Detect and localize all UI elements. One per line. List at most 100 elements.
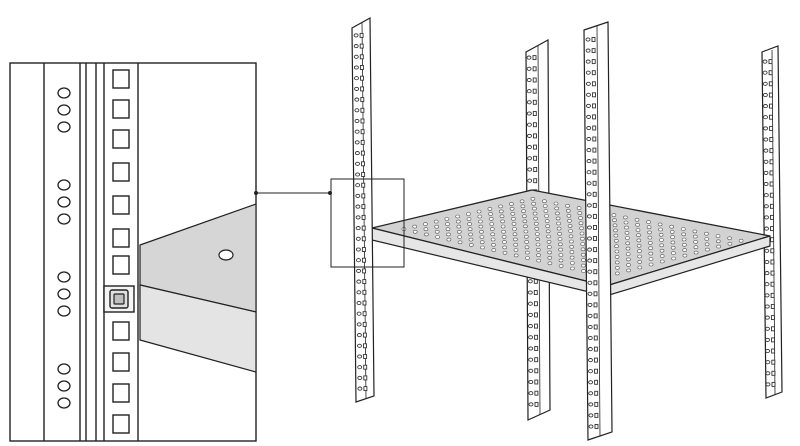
shelf-hole bbox=[424, 232, 429, 237]
rail-square-hole bbox=[769, 148, 774, 154]
shelf-hole bbox=[467, 222, 472, 226]
shelf-hole bbox=[612, 218, 617, 222]
rail-hole bbox=[588, 380, 594, 385]
shelf-hole bbox=[647, 241, 653, 245]
rail-hole bbox=[763, 159, 769, 164]
shelf-hole bbox=[648, 257, 654, 261]
rail-hole bbox=[762, 92, 768, 98]
rail-hole bbox=[763, 170, 769, 175]
shelf-hole bbox=[480, 245, 485, 250]
shelf-hole bbox=[555, 216, 561, 221]
shelf-hole bbox=[704, 231, 709, 236]
rail-hole bbox=[588, 402, 594, 407]
shelf-hole bbox=[558, 264, 564, 268]
rail-square-hole bbox=[360, 75, 364, 81]
shelf-hole bbox=[727, 241, 733, 246]
rail-square-hole bbox=[362, 268, 367, 274]
rail-square-hole bbox=[593, 269, 598, 275]
shelf-hole bbox=[558, 258, 564, 263]
rail-hole bbox=[355, 247, 361, 252]
shelf-hole bbox=[532, 206, 537, 211]
rail-square-hole bbox=[534, 401, 539, 407]
rail-hole bbox=[764, 304, 770, 309]
shelf-hole bbox=[614, 260, 620, 265]
shelf-hole bbox=[614, 255, 620, 259]
rail-square-hole bbox=[534, 379, 539, 385]
shelf-hole bbox=[467, 227, 473, 231]
shelf-hole bbox=[511, 217, 516, 221]
shelf-hole bbox=[456, 230, 462, 234]
shelf-hole bbox=[500, 224, 506, 229]
shelf-hole bbox=[457, 240, 463, 245]
rail-square-hole bbox=[362, 321, 367, 327]
rail-hole bbox=[586, 214, 592, 219]
rail-hole bbox=[762, 70, 768, 75]
shelf-hole bbox=[635, 223, 640, 227]
shelf-hole bbox=[501, 235, 507, 239]
rail-square-hole bbox=[592, 180, 597, 186]
shelf-hole bbox=[513, 242, 519, 247]
rail-hole bbox=[586, 103, 591, 108]
shelf-hole bbox=[659, 254, 665, 258]
shelf-hole bbox=[611, 213, 617, 217]
shelf-hole bbox=[625, 241, 631, 246]
shelf-hole bbox=[532, 211, 538, 216]
shelf-hole bbox=[524, 245, 530, 250]
rail-square-hole bbox=[532, 122, 537, 128]
rail-square-hole bbox=[362, 279, 367, 285]
rail-square-hole bbox=[769, 137, 774, 142]
shelf-hole bbox=[647, 235, 653, 240]
shelf-hole bbox=[542, 199, 547, 203]
rail-square-hole bbox=[592, 158, 597, 164]
shelf-hole bbox=[509, 207, 515, 211]
shelf-hole bbox=[545, 224, 551, 228]
shelf-hole bbox=[502, 245, 508, 250]
rail-hole bbox=[354, 151, 360, 156]
rail-hole bbox=[764, 215, 769, 220]
shelf-hole bbox=[682, 253, 688, 258]
rail-square-hole bbox=[593, 236, 597, 241]
rail-hole bbox=[356, 268, 362, 273]
rail-square-hole bbox=[769, 103, 773, 109]
shelf-hole bbox=[671, 251, 676, 255]
rail-hole bbox=[587, 236, 592, 241]
shelf-hole bbox=[613, 239, 619, 243]
detail-oval-holes bbox=[57, 87, 71, 409]
shelf-hole bbox=[669, 224, 675, 229]
shelf-hole bbox=[636, 238, 642, 243]
shelf-hole bbox=[614, 265, 620, 270]
shelf-hole bbox=[544, 214, 549, 218]
shelf-hole bbox=[569, 261, 575, 265]
shelf-hole bbox=[479, 235, 485, 239]
shelf-hole bbox=[580, 242, 586, 246]
rail-hole bbox=[587, 225, 592, 230]
rail-square-hole bbox=[770, 281, 775, 287]
rail-square-hole bbox=[593, 313, 598, 319]
shelf-hole bbox=[680, 227, 686, 231]
shelf-hole bbox=[513, 253, 519, 258]
rail-hole bbox=[764, 315, 770, 320]
shelf-hole bbox=[523, 224, 528, 229]
rail-hole bbox=[588, 358, 593, 363]
rail-hole bbox=[354, 118, 360, 124]
rail-square-hole bbox=[769, 170, 774, 176]
rail-square-hole bbox=[594, 357, 598, 363]
shelf-hole bbox=[558, 253, 564, 257]
rail-hole bbox=[355, 226, 361, 231]
shelf-hole bbox=[579, 226, 584, 231]
shelf-hole bbox=[490, 237, 496, 242]
shelf-hole bbox=[581, 269, 586, 273]
rail-hole bbox=[527, 145, 532, 150]
rail-hole bbox=[356, 279, 362, 284]
rail-square-hole bbox=[534, 368, 539, 374]
rail-hole bbox=[353, 44, 359, 49]
shelf-hole bbox=[692, 229, 698, 234]
rail-square-hole bbox=[361, 161, 365, 167]
shelf-hole bbox=[530, 197, 536, 201]
rail-hole bbox=[588, 391, 594, 396]
rail-square-hole bbox=[361, 225, 366, 231]
rail-hole bbox=[588, 424, 594, 429]
rail-hole bbox=[765, 326, 770, 331]
shelf-hole bbox=[468, 243, 474, 247]
rail-square-hole bbox=[362, 289, 367, 295]
